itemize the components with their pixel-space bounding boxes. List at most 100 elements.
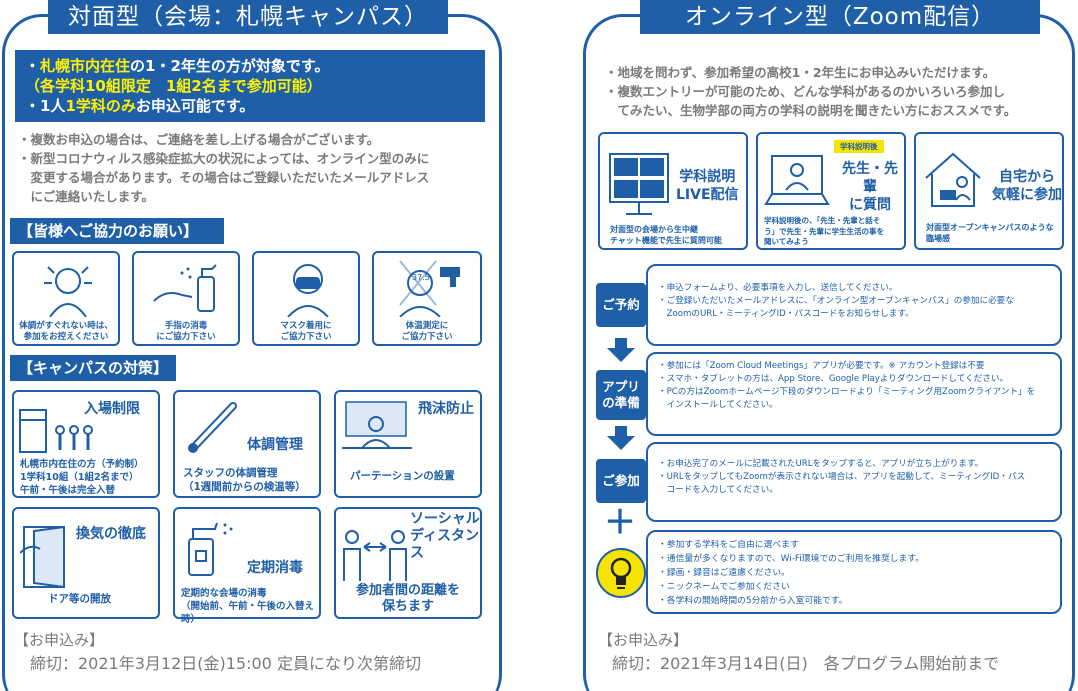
tip-line: ・各学科の開始時間の5分前から入室可能です。 [658,596,848,606]
per-person-prefix: ・1人 [25,97,66,115]
thermometer-icon [188,402,237,453]
step-line: コードを入力してください。 [658,485,778,495]
note-line: 変更する場合があります。その場合はご登録いただいたメールアドレス [18,170,430,185]
feature-live: 学科説明 LIVE配信 対面型の会場から生中継 チャット機能で先生に質問可能 [598,132,748,250]
feature-title: 自宅から 気軽に参加 [992,169,1062,203]
note-line: ・複数お申込の場合は、ご連絡を差し上げる場合がございます。 [18,132,380,147]
measure-detail: 参加者間の距離を 保ちます [355,583,460,614]
measure-detail: パーテーションの設置 [350,470,455,482]
coop-card-mask: マスク着用に ご協力下さい [252,251,360,346]
live-grid-icon [609,153,669,215]
step-line: ZoomのURL・ミーティングID・パスコードをお知らせします。 [658,309,914,319]
thermometer-gun-icon [399,260,460,317]
measure-health-check: 体調管理 スタッフの体調管理 （1週間前からの検温等） [173,390,321,498]
coop-card-sick: 体調がすぐれない時は、 参加をお控えください [12,251,120,346]
group-limit: （各学科10組限定 1組2名まで参加可能） [25,77,322,95]
coop-card-temperature: 37.5 体温測定に ご協力下さい [372,251,482,346]
per-person-suffix: お申込可能です。 [135,97,255,115]
feature-title: 学科説明 LIVE配信 [676,169,739,203]
home-icon [925,152,981,207]
eligibility-box: ・札幌市内在住の1・2年生の方が対象です。 （各学科10組限定 1組2名まで参加… [15,50,485,122]
down-arrow-icon [607,436,635,450]
measure-detail: 札幌市内在住の方（予約制） 1学科10組（1組2名まで） 午前・午後は完全入替 [20,459,144,496]
tip-line: ・ニックネームでご参加ください [658,582,790,592]
arrow-stem [615,338,627,348]
measure-disinfection: 定期消毒 定期的な会場の消毒 （開始前、午前・午後の入替え時） [173,507,321,625]
in-person-apply-label: 【お申込み】 [14,631,105,649]
feature-title: 先生・先輩 に質問 [842,161,898,213]
measure-detail: 定期的な会場の消毒 （開始前、午前・午後の入替え時） [181,588,315,625]
measure-title: 体調管理 [247,437,303,453]
measure-droplet-prevention: 飛沫防止 パーテーションの設置 [334,390,482,498]
step-app-box: ・参加には「Zoom Cloud Meetings」アプリが必要です。※ アカウ… [646,352,1062,436]
step-join-box: ・お申込完了のメールに記載されたURLをタップすると、アプリが立ち上がります。 … [646,442,1062,522]
step-line: ・申込フォームより、必要事項を入力し、送信してください。 [658,283,898,293]
step-line: ・参加には「Zoom Cloud Meetings」アプリが必要です。※ アカウ… [658,361,985,371]
temperature-reading: 37.5 [412,273,430,282]
laptop-person-icon [764,155,830,205]
step-line: ・スマホ・タブレットの方は、App Store、Google Playよりダウン… [658,374,1009,384]
feature-home: 自宅から 気軽に参加 対面型オープンキャンパスのような 臨場感 [914,132,1064,250]
coop-caption: 体温測定に ご協力下さい [401,321,453,342]
coop-caption: 体調がすぐれない時は、 参加をお控えください [19,321,113,342]
measure-detail: スタッフの体調管理 （1週間前からの検温等） [183,467,306,493]
eligibility-text: の1・2年生の方が対象です。 [130,57,330,75]
step-reserve-button: ご予約 [596,283,646,327]
tip-line: ・参加する学科をご自由に選べます [658,540,799,550]
online-notes: ・地域を問わず、参加希望の高校1・2年生にお申込みいただけます。 ・複数エントリ… [605,63,1065,120]
window-icon [20,525,65,589]
after-session-badge: 学科説明後 [834,140,884,153]
step-line: ・URLをタップしてもZoomが表示されない場合は、アプリを起動して、ミーティン… [658,472,1026,482]
in-person-notes: ・複数お申込の場合は、ご連絡を差し上げる場合がございます。 ・新型コロナウィルス… [18,130,488,206]
feature-detail: 学科説明後の、「先生・先輩と話そ う」で先生・先輩に学生生活の事を 聞いてみよう [764,216,884,246]
note-line: にご連絡いたします。 [18,189,155,204]
cooperation-title: 【皆様へご協力のお願い】 [10,218,224,244]
note-line: ・新型コロナウィルス感染症拡大の状況によっては、オンライン型のみに [18,151,430,166]
measure-title: ソーシャル ディスタンス [410,511,480,561]
eligibility-area: 札幌市内在住 [40,57,131,75]
measure-detail: ドア等の開放 [48,593,111,605]
note-line: ・地域を問わず、参加希望の高校1・2年生にお申込みいただけます。 [605,65,996,80]
entry-limit-icon [19,409,93,453]
hand-sanitizer-icon [153,264,217,312]
note-line: ・複数エントリーが可能のため、どんな学科があるのかいろいろ参加し [605,84,1006,99]
coop-card-sanitize: 手指の消毒 にご協力下さい [132,251,240,346]
online-banner: オンライン型（Zoom配信） [640,0,1040,34]
bullet: ・ [25,57,41,75]
measure-title: 入場制限 [84,401,140,417]
in-person-banner: 対面型（会場：札幌キャンパス） [48,0,448,34]
measure-title: 換気の徹底 [76,526,146,542]
coop-caption: マスク着用に ご協力下さい [280,321,332,342]
one-dept-limit: 1学科のみ [65,97,136,115]
bulb-glyph-icon [610,557,632,589]
step-line: ・PCの方はZoomホームページ下段のダウンロードより「ミーティング用Zoomク… [658,387,1036,397]
arrow-stem [615,426,627,436]
feature-detail: 対面型の会場から生中継 チャット機能で先生に質問可能 [610,225,722,245]
step-line: インストールしてください。 [658,400,778,410]
spray-icon [188,522,233,576]
mask-icon [287,264,329,317]
partition-icon [342,401,412,449]
measure-title: 飛沫防止 [418,401,474,417]
feature-qa: 学科説明後 先生・先輩 に質問 学科説明後の、「先生・先輩と話そ う」で先生・先… [756,132,906,250]
online-deadline: 締切：2021年3月14日(日) 各プログラム開始前まで [612,654,1000,673]
distance-icon [343,530,407,581]
measure-entry-limit: 入場制限 札幌市内在住の方（予約制） 1学科10組（1組2名まで） 午前・午後は… [12,390,160,498]
in-person-deadline: 締切：2021年3月12日(金)15:00 定員になり次第締切 [30,654,421,673]
plus-sign: ＋ [604,503,637,541]
step-line: ・ご登録いただいたメールアドレスに、「オンライン型オープンキャンパス」の参加に必… [658,296,1014,306]
sick-person-icon [44,266,92,317]
lightbulb-icon [596,548,646,598]
coop-caption: 手指の消毒 にご協力下さい [156,321,216,342]
note-line: てみたい、生物学部の両方の学科の説明を聞きたい方におススメです。 [605,103,1017,118]
step-join-button: ご参加 [596,459,646,503]
tips-box: ・参加する学科をご自由に選べます ・通信量が多くなりますので、Wi-Fi環境での… [646,530,1062,614]
measure-social-distance: ソーシャル ディスタンス 参加者間の距離を 保ちます [334,507,482,619]
measures-title: 【キャンパスの対策】 [10,355,176,381]
measure-ventilation: 換気の徹底 ドア等の開放 [12,507,160,619]
step-line: ・お申込完了のメールに記載されたURLをタップすると、アプリが立ち上がります。 [658,459,984,469]
step-reserve-box: ・申込フォームより、必要事項を入力し、送信してください。 ・ご登録いただいたメー… [646,264,1062,346]
down-arrow-icon [607,348,635,362]
tip-line: ・録画・録音はご遠慮ください。 [658,568,790,578]
feature-detail: 対面型オープンキャンパスのような 臨場感 [926,223,1054,243]
